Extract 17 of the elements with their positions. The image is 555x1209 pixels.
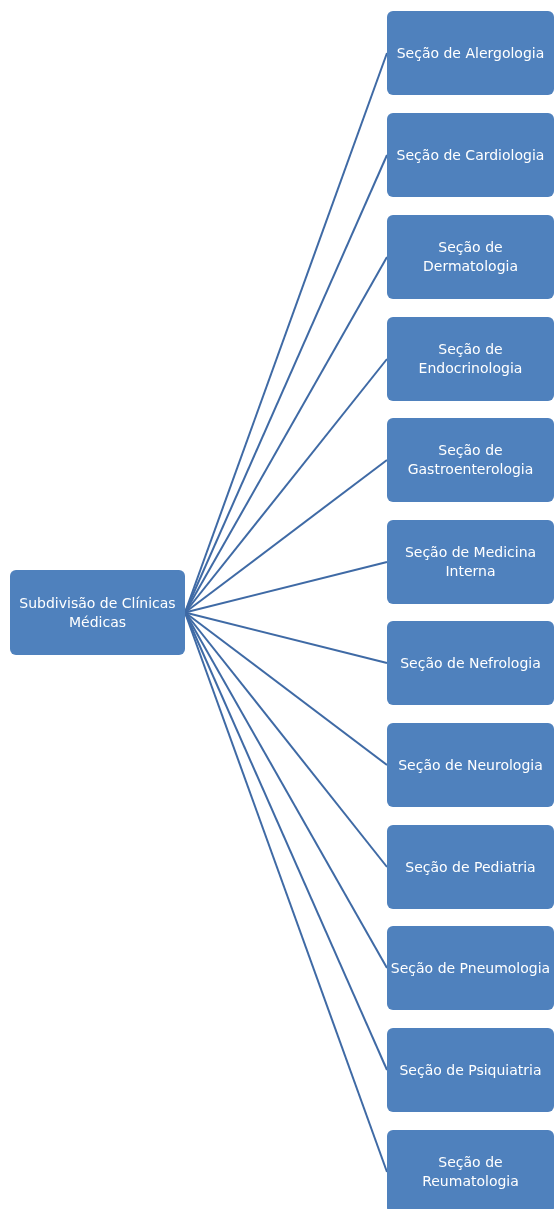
section-box: Seção de Alergologia xyxy=(387,11,554,95)
section-box: Seção de Reumatologia xyxy=(387,1130,554,1209)
section-box: Seção de Endocrinologia xyxy=(387,317,554,401)
connector-line xyxy=(184,459,388,614)
connector-line xyxy=(184,611,388,664)
section-box: Seção de Medicina Interna xyxy=(387,520,554,604)
section-box: Seção de Pneumologia xyxy=(387,926,554,1010)
connector-line xyxy=(184,611,388,766)
section-box: Seção de Dermatologia xyxy=(387,215,554,299)
section-box: Seção de Neurologia xyxy=(387,723,554,807)
section-box: Seção de Gastroenterologia xyxy=(387,418,554,502)
connector-line xyxy=(184,561,388,614)
section-box: Seção de Nefrologia xyxy=(387,621,554,705)
section-box: Seção de Pediatria xyxy=(387,825,554,909)
root-box: Subdivisão de Clínicas Médicas xyxy=(10,570,185,655)
section-box: Seção de Psiquiatria xyxy=(387,1028,554,1112)
section-box: Seção de Cardiologia xyxy=(387,113,554,197)
